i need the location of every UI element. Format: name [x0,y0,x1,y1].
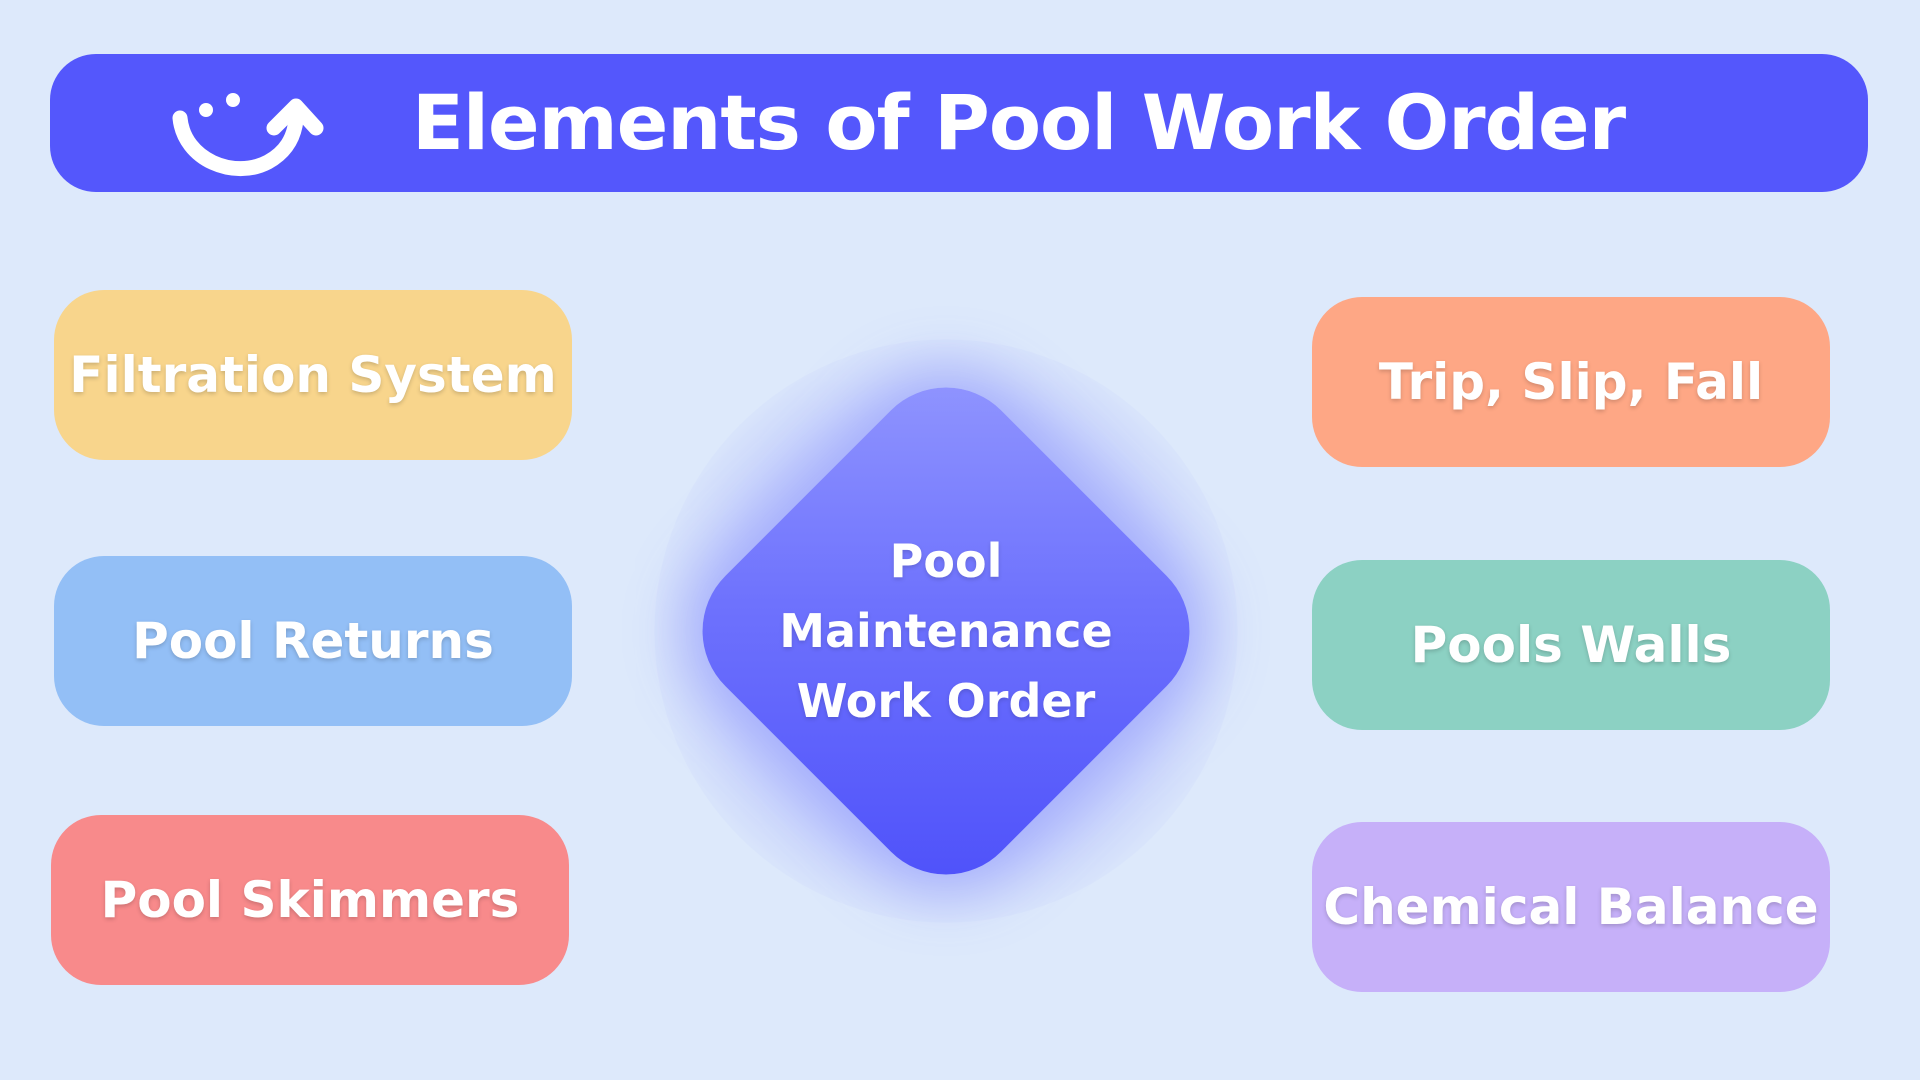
item-pools-walls: Pools Walls [1312,560,1830,730]
item-pool-skimmers: Pool Skimmers [51,815,569,985]
item-label: Chemical Balance [1323,878,1819,936]
page-title: Elements of Pool Work Order [412,78,1626,167]
item-chemical-balance: Chemical Balance [1312,822,1830,992]
item-pool-returns: Pool Returns [54,556,572,726]
center-line-3: Work Order [796,674,1096,728]
smile-arrow-logo-icon [172,93,324,177]
item-label: Pools Walls [1410,616,1732,674]
center-line-1: Pool [889,534,1003,588]
center-node: Pool Maintenance Work Order [654,339,1238,923]
item-filtration-system: Filtration System [54,290,572,460]
item-label: Filtration System [69,346,557,404]
item-label: Pool Skimmers [100,871,520,929]
item-trip-slip-fall: Trip, Slip, Fall [1312,297,1830,467]
center-line-2: Maintenance [779,604,1113,658]
item-label: Pool Returns [132,612,494,670]
item-label: Trip, Slip, Fall [1378,353,1764,411]
header-banner: Elements of Pool Work Order [50,54,1868,192]
center-label: Pool Maintenance Work Order [670,355,1222,907]
